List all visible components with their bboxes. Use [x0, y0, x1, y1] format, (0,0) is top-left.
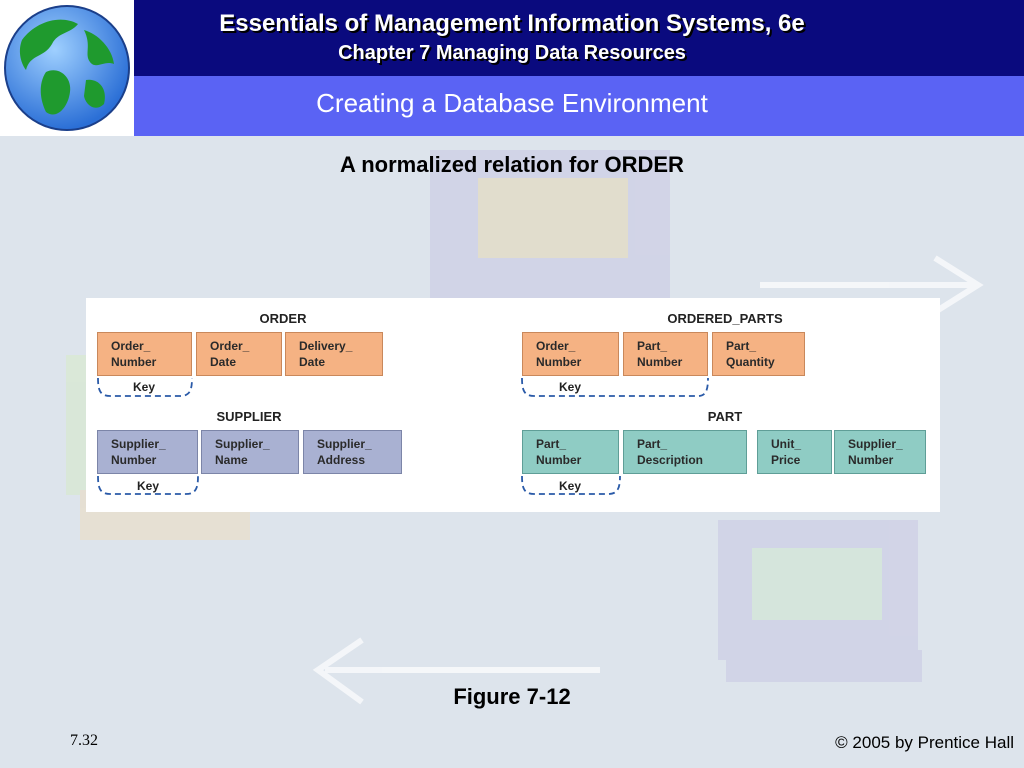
relation-title-ordered-parts: ORDERED_PARTS	[667, 311, 783, 326]
chapter-title: Chapter 7 Managing Data Resources	[338, 42, 686, 64]
normalized-relations-figure: ORDER Order_ Number Order_ Date Delivery…	[86, 298, 940, 512]
figure-subtitle: A normalized relation for ORDER	[340, 152, 684, 177]
field-supplier-number: Supplier_ Number	[97, 430, 198, 474]
key-bracket-order	[97, 377, 193, 397]
field-unit-price: Unit_ Price	[757, 430, 832, 474]
key-label-part: Key	[558, 479, 581, 493]
title-bar	[0, 76, 1024, 136]
field-delivery-date: Delivery_ Date	[285, 332, 383, 376]
field-order-date: Order_ Date	[196, 332, 282, 376]
field-supplier-name: Supplier_ Name	[201, 430, 299, 474]
field-ordered-parts-part-number: Part_ Number	[623, 332, 708, 376]
field-order-number: Order_ Number	[97, 332, 192, 376]
key-bracket-part	[521, 475, 621, 495]
key-label-order: Key	[132, 380, 155, 394]
key-bracket-supplier	[97, 475, 199, 495]
page-number: 7.32	[70, 732, 98, 749]
field-part-description: Part_ Description	[623, 430, 747, 474]
key-label-ordered-parts: Key	[558, 380, 581, 394]
relation-title-supplier: SUPPLIER	[216, 409, 282, 424]
book-title: Essentials of Management Information Sys…	[219, 10, 805, 37]
field-part-number: Part_ Number	[522, 430, 619, 474]
field-part-supplier-number: Supplier_ Number	[834, 430, 926, 474]
field-supplier-address: Supplier_ Address	[303, 430, 402, 474]
logo	[0, 0, 134, 136]
copyright: © 2005 by Prentice Hall	[835, 733, 1014, 752]
header-bar	[0, 0, 1024, 76]
globe-icon	[4, 5, 130, 131]
relation-title-order: ORDER	[259, 311, 307, 326]
key-label-supplier: Key	[136, 479, 159, 493]
relation-title-part: PART	[707, 409, 743, 424]
figure-caption: Figure 7-12	[453, 684, 571, 709]
field-part-quantity: Part_ Quantity	[712, 332, 805, 376]
key-bracket-ordered-parts	[521, 377, 709, 397]
field-ordered-parts-order-number: Order_ Number	[522, 332, 619, 376]
slide-title: Creating a Database Environment	[316, 88, 708, 118]
